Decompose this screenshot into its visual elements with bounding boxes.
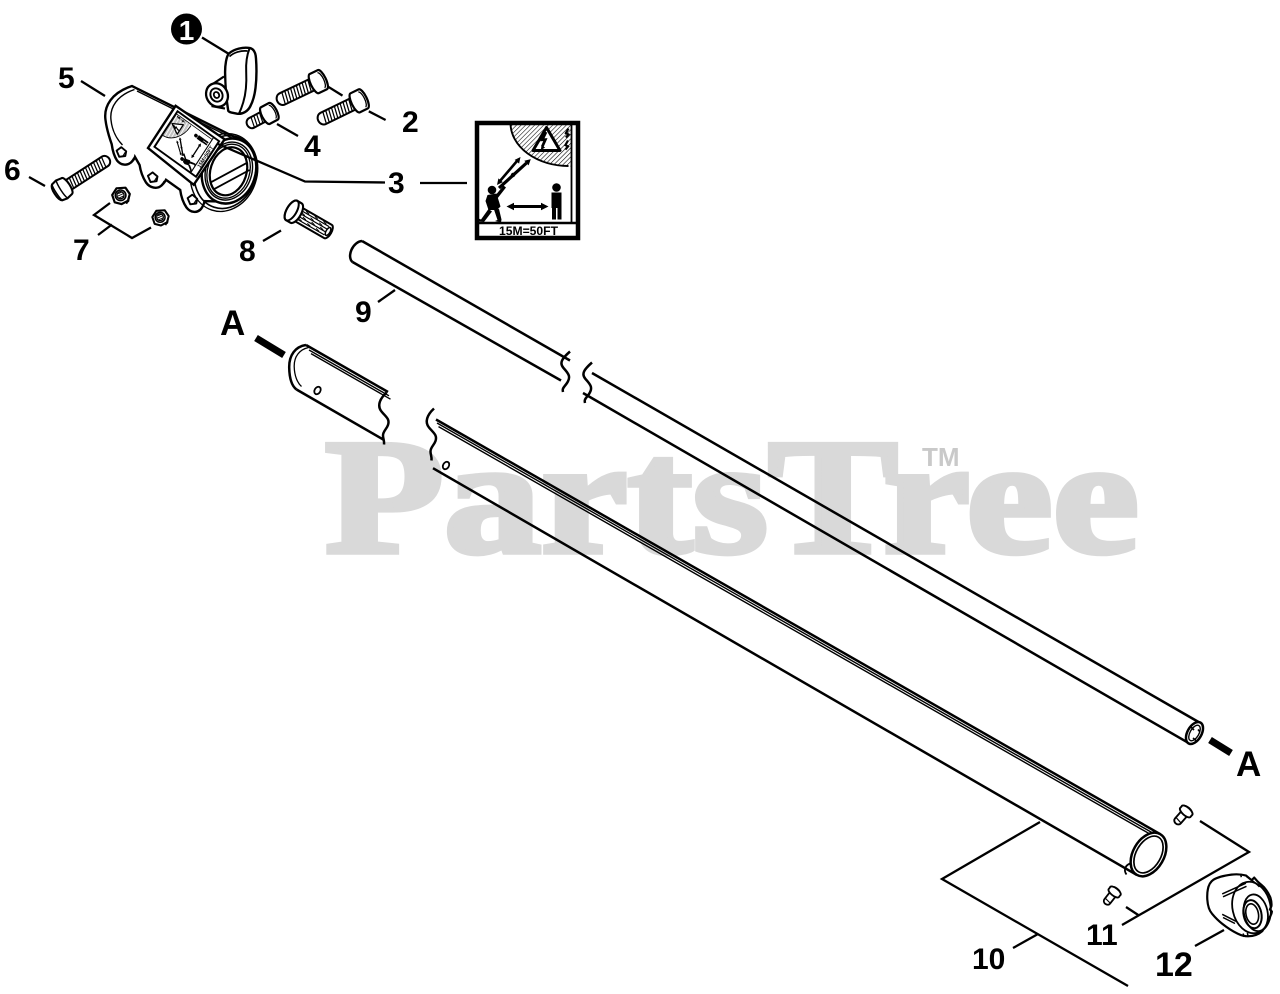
svg-text:8: 8 xyxy=(239,235,256,268)
svg-text:A: A xyxy=(220,304,245,343)
svg-text:10: 10 xyxy=(972,943,1005,976)
svg-text:12: 12 xyxy=(1155,946,1193,984)
svg-text:3: 3 xyxy=(388,167,405,200)
svg-text:1: 1 xyxy=(179,15,195,46)
svg-text:9: 9 xyxy=(355,296,372,329)
svg-text:TM: TM xyxy=(922,442,960,472)
svg-text:A: A xyxy=(1236,745,1261,784)
svg-text:4: 4 xyxy=(304,130,321,163)
svg-text:PartsTree: PartsTree xyxy=(325,407,1139,588)
svg-text:6: 6 xyxy=(4,154,21,187)
svg-text:11: 11 xyxy=(1086,919,1118,952)
svg-text:2: 2 xyxy=(402,106,419,139)
svg-text:7: 7 xyxy=(73,234,90,267)
svg-text:5: 5 xyxy=(58,62,75,95)
